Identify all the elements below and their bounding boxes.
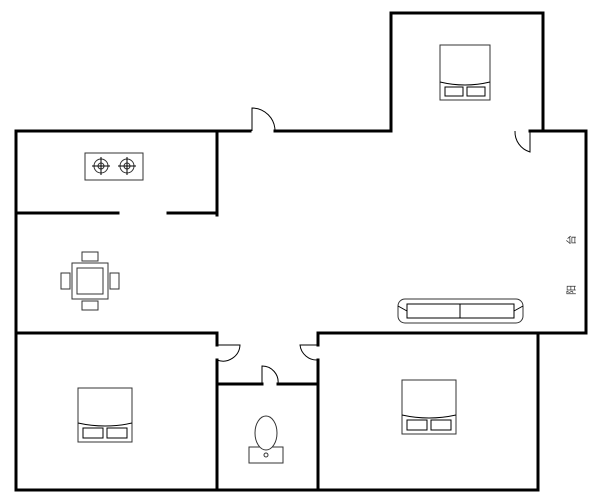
balcony-label: 阳台: [565, 195, 578, 295]
bed-top: [439, 44, 491, 101]
bed-right: [401, 379, 457, 435]
top-bedroom-walls: [389, 11, 545, 133]
dining-table: [60, 251, 120, 311]
right-bedroom-door: [299, 344, 319, 361]
toilet: [248, 415, 284, 464]
outer-wall-top-right: [316, 129, 588, 347]
sofa: [397, 298, 524, 324]
bed-left: [77, 387, 133, 443]
walls: [14, 11, 588, 492]
top-bedroom-door: [514, 130, 531, 153]
entry-door: [251, 107, 276, 132]
stove: [84, 152, 144, 181]
left-bedroom-door: [216, 344, 241, 362]
bathroom-door: [261, 365, 279, 385]
outer-wall-top-left: [14, 129, 540, 492]
doors: [216, 107, 531, 385]
left-bedroom-top-wall: [14, 331, 219, 347]
